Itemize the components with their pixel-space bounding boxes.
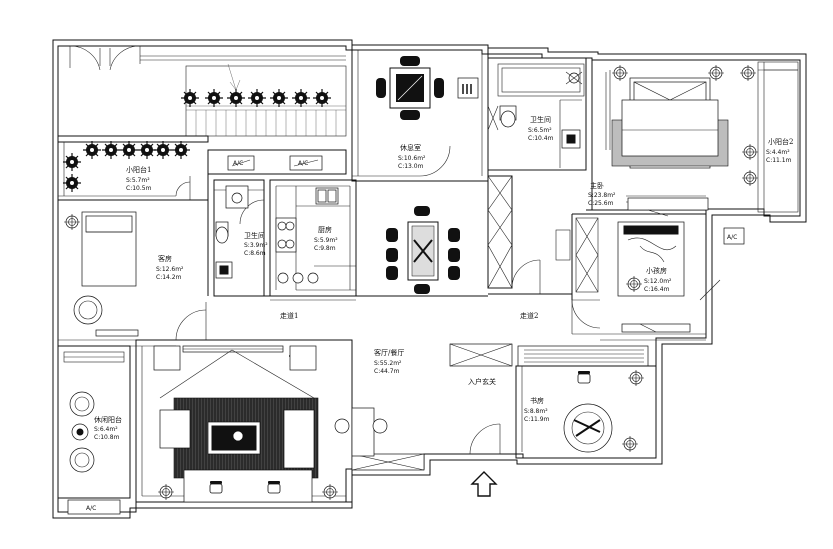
garden-balcony-furniture [69, 391, 95, 473]
ac-label: A/C [86, 505, 96, 512]
room-name-kids: 小孩房 [646, 266, 667, 275]
room-perimeter-kids: C:16.4m [644, 286, 670, 293]
kitchen-fixtures [275, 187, 339, 284]
room-area-study: S:8.8m² [524, 408, 548, 415]
bath1-fixtures [215, 185, 249, 279]
room-name-balcony-1: 小阳台1 [126, 165, 151, 174]
ac-label: A/C [233, 160, 243, 167]
corridor-1-label: 走道1 [280, 311, 298, 320]
kids-bed [617, 221, 745, 333]
room-area-bath-2: S:6.5m² [528, 127, 552, 134]
room-area-balcony-1: S:5.7m² [126, 177, 150, 184]
room-area-lounge: S:10.6m² [398, 155, 426, 162]
room-area-master: S:23.8m² [588, 192, 616, 199]
room-perimeter-balcony-2: C:11.1m [766, 157, 792, 164]
room-name-living: 客厅/餐厅 [374, 348, 404, 357]
balcony2-lamps [741, 143, 759, 187]
room-perimeter-guest: C:14.2m [156, 274, 182, 281]
guest-bed [63, 211, 139, 337]
room-area-bath-1: S:3.9m² [244, 242, 268, 249]
room-perimeter-kitchen: C:9.8m [314, 245, 336, 252]
room-perimeter-lounge: C:13.0m [398, 163, 424, 170]
dining-table [386, 206, 460, 294]
room-name-bath-1: 卫生间 [244, 231, 265, 240]
ac-label: A/C [727, 234, 737, 241]
ac-label: A/C [298, 160, 308, 167]
room-perimeter-bath-2: C:10.4m [528, 135, 554, 142]
room-area-balcony-2: S:4.4m² [766, 149, 790, 156]
room-area-guest: S:12.6m² [156, 266, 184, 273]
entrance-arrow-icon [470, 471, 498, 497]
living-room-furniture [153, 345, 388, 503]
room-name-kitchen: 厨房 [318, 225, 332, 234]
master-bed [611, 64, 757, 217]
room-area-garden-balcony: S:6.4m² [94, 426, 118, 433]
room-area-living: S:55.2m² [374, 360, 402, 367]
room-area-kids: S:12.0m² [644, 278, 672, 285]
room-perimeter-living: C:44.7m [374, 368, 400, 375]
room-perimeter-garden-balcony: C:10.8m [94, 434, 120, 441]
room-name-lounge: 休息室 [400, 143, 421, 152]
room-name-balcony-2: 小阳台2 [768, 137, 793, 146]
room-name-garden-balcony: 休闲阳台 [94, 415, 122, 424]
room-name-guest: 客房 [158, 254, 172, 263]
room-name-master: 主卧 [590, 181, 604, 190]
entrance-label: 入户玄关 [468, 377, 496, 386]
fireplace [457, 77, 479, 99]
corridor-2-label: 走道2 [520, 311, 538, 320]
room-perimeter-master: C:25.6m [588, 200, 614, 207]
room-perimeter-study: C:11.9m [524, 416, 550, 423]
lounge-table [376, 56, 444, 120]
room-perimeter-bath-1: C:8.6m [244, 250, 266, 257]
bath2-fixtures [487, 71, 583, 149]
study-furniture [563, 369, 645, 453]
room-area-kitchen: S:5.9m² [314, 237, 338, 244]
room-perimeter-balcony-1: C:10.5m [126, 185, 152, 192]
room-labels: A/C A/C A/C A/C 小阳台1 S:5.7m² C:10.5m 客房 … [86, 115, 793, 512]
room-name-bath-2: 卫生间 [530, 115, 551, 124]
room-name-study: 书房 [530, 396, 544, 405]
